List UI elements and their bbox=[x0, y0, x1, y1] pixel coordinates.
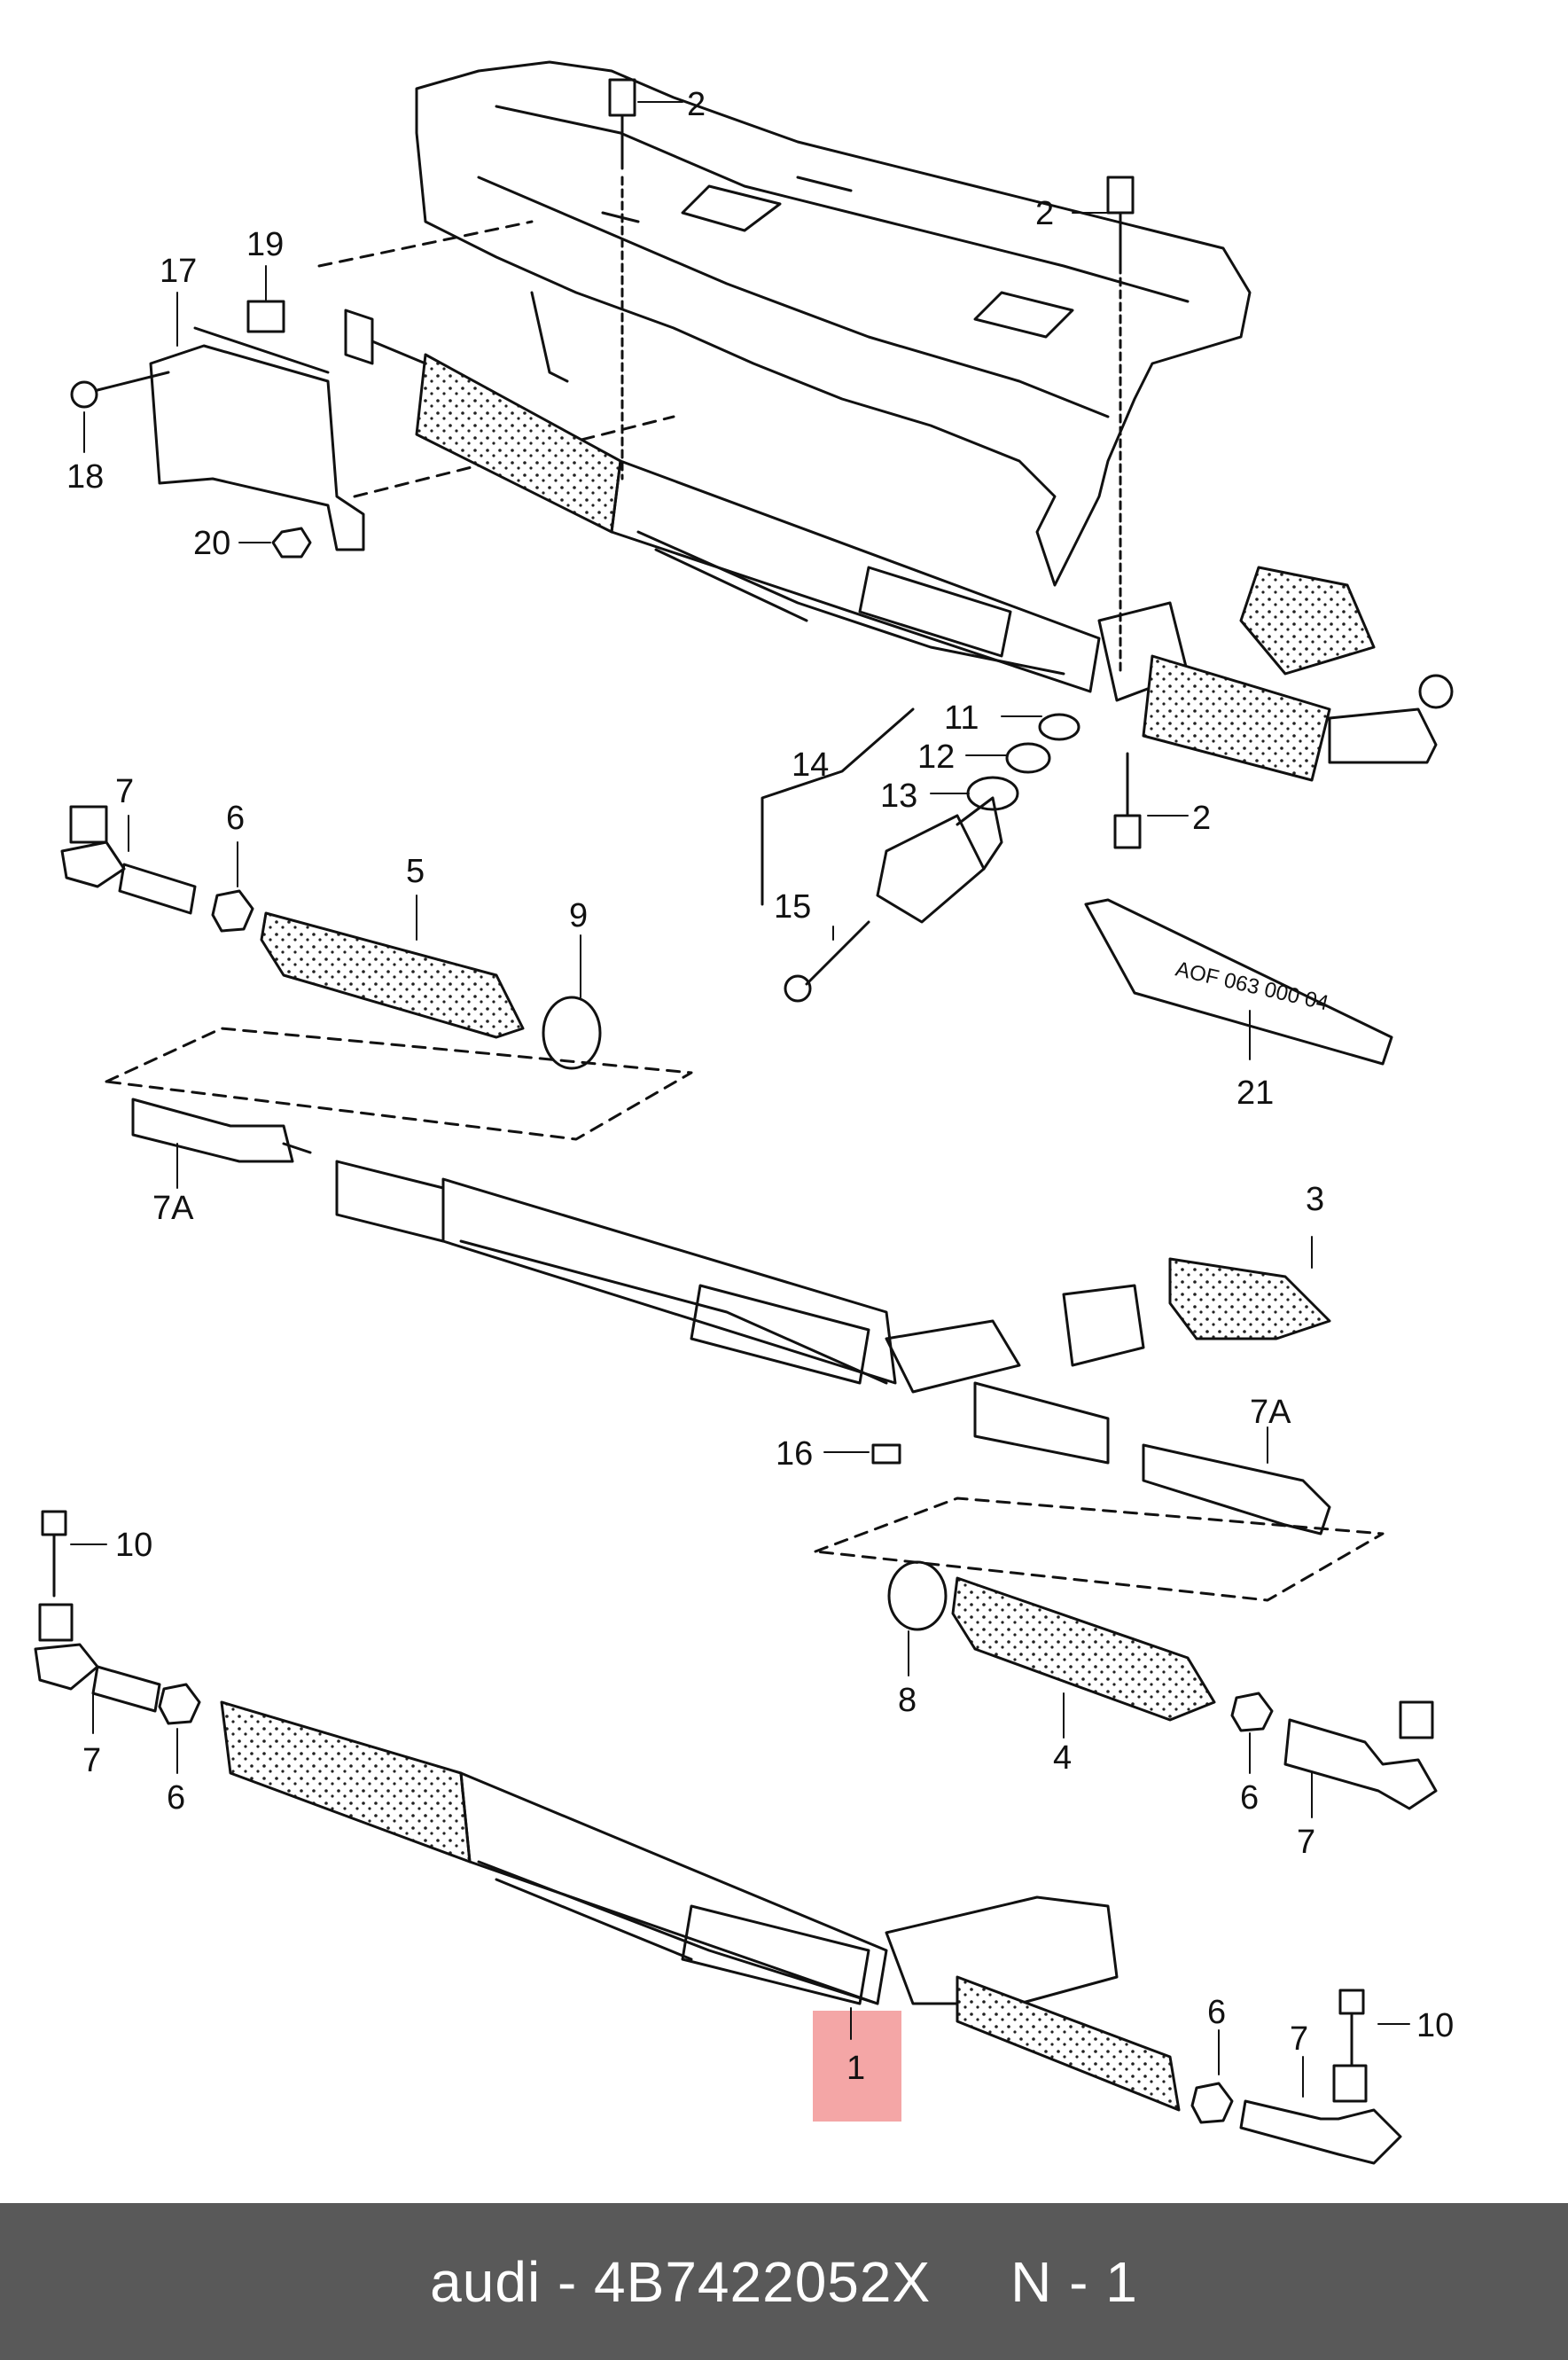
label-6-mid-right: 6 bbox=[1240, 1779, 1259, 1817]
label-7A-left: 7A bbox=[152, 1190, 194, 1227]
tie-rod-end-7-left bbox=[60, 805, 197, 915]
label-2-top: 2 bbox=[687, 86, 706, 123]
label-18: 18 bbox=[66, 458, 104, 496]
rack-bottom bbox=[220, 1700, 1181, 2112]
dashed-box-upper bbox=[105, 1027, 693, 1141]
label-4: 4 bbox=[1053, 1739, 1072, 1777]
label-8: 8 bbox=[898, 1682, 917, 1719]
part-number: 4B7422052X bbox=[594, 2249, 932, 2314]
label-7A-right: 7A bbox=[1250, 1394, 1291, 1431]
rack-assembly-top bbox=[344, 309, 1454, 782]
brand-dash: - bbox=[557, 2249, 578, 2314]
label-17: 17 bbox=[160, 253, 197, 290]
tie-rod-end-7-bottom-left bbox=[34, 1603, 161, 1713]
label-19: 19 bbox=[246, 226, 284, 263]
clamp-9 bbox=[542, 996, 602, 1070]
item-1-highlight bbox=[813, 2011, 901, 2122]
label-1: 1 bbox=[846, 2050, 865, 2087]
boot-5 bbox=[260, 911, 525, 1039]
clamp-8 bbox=[887, 1560, 948, 1631]
label-13: 13 bbox=[880, 778, 917, 815]
nut-20 bbox=[271, 527, 312, 559]
label-2-right: 2 bbox=[1035, 195, 1054, 232]
label-12: 12 bbox=[917, 738, 955, 776]
label-16: 16 bbox=[776, 1435, 813, 1473]
nut-6-bottom-right bbox=[1190, 2082, 1234, 2124]
label-7-upper: 7 bbox=[115, 773, 134, 810]
dashed-box-lower bbox=[814, 1496, 1385, 1602]
bolt-15 bbox=[784, 920, 870, 1003]
label-7-bottom-right: 7 bbox=[1290, 2020, 1308, 2058]
label-21: 21 bbox=[1236, 1075, 1274, 1112]
grease-tube-21 bbox=[1084, 898, 1393, 1066]
nut-6-bottom-left bbox=[158, 1683, 201, 1725]
label-5: 5 bbox=[406, 853, 425, 890]
bolt-2-lower bbox=[1113, 752, 1142, 849]
tie-rod-end-7-mid bbox=[1283, 1700, 1438, 1810]
label-20: 20 bbox=[193, 525, 230, 562]
boot-4 bbox=[951, 1576, 1216, 1722]
label-11: 11 bbox=[944, 699, 979, 737]
nut-6-mid bbox=[1230, 1692, 1274, 1732]
valve-14 bbox=[876, 796, 1003, 924]
diagram-position: N - 1 bbox=[1010, 2249, 1138, 2314]
label-15: 15 bbox=[774, 888, 811, 926]
rack-middle bbox=[335, 1160, 1331, 1465]
label-3: 3 bbox=[1306, 1181, 1324, 1218]
label-6-bottom-left: 6 bbox=[167, 1779, 185, 1817]
subframe bbox=[415, 60, 1252, 587]
tie-rod-end-7-bottom-right bbox=[1239, 2064, 1402, 2165]
label-7-bottom-left: 7 bbox=[82, 1742, 101, 1779]
bracket-14-lines bbox=[761, 707, 915, 906]
nut-6-left bbox=[211, 889, 254, 933]
label-9: 9 bbox=[569, 897, 588, 934]
label-10-left: 10 bbox=[115, 1527, 152, 1564]
bracket-17 bbox=[149, 220, 675, 551]
label-6-bottom-right: 6 bbox=[1207, 1994, 1226, 2031]
label-6-upper: 6 bbox=[226, 800, 245, 837]
label-7-mid-right: 7 bbox=[1297, 1824, 1315, 1861]
bolt-10-left bbox=[41, 1510, 67, 1598]
grease-tube-text: AOF 063 000 04 bbox=[1174, 957, 1331, 1016]
bolt-16 bbox=[871, 1443, 901, 1465]
bolt-2-top bbox=[608, 78, 636, 481]
label-2-lower: 2 bbox=[1192, 800, 1211, 837]
brand-name: audi bbox=[430, 2249, 542, 2314]
label-14: 14 bbox=[792, 746, 829, 784]
clip-19 bbox=[246, 300, 285, 333]
label-10-right: 10 bbox=[1416, 2007, 1454, 2044]
o-ring-11 bbox=[1038, 713, 1080, 741]
inner-tie-rod-7A-right bbox=[1142, 1443, 1331, 1536]
bolt-18 bbox=[70, 371, 170, 409]
bolt-2-right bbox=[1106, 176, 1135, 676]
parts-diagram: AOF 063 000 04 2 2 2 17 19 18 20 11 12 1… bbox=[34, 60, 1454, 2165]
leader-lines bbox=[70, 101, 1410, 2098]
bolt-10-right bbox=[1338, 1989, 1365, 2067]
callout-labels: 2 2 2 17 19 18 20 11 12 13 14 15 7 6 5 9… bbox=[66, 86, 1454, 2087]
inner-tie-rod-7A-left bbox=[131, 1098, 312, 1163]
part-info-footer: audi - 4B7422052X N - 1 bbox=[0, 2203, 1568, 2360]
o-ring-12 bbox=[1005, 742, 1051, 774]
